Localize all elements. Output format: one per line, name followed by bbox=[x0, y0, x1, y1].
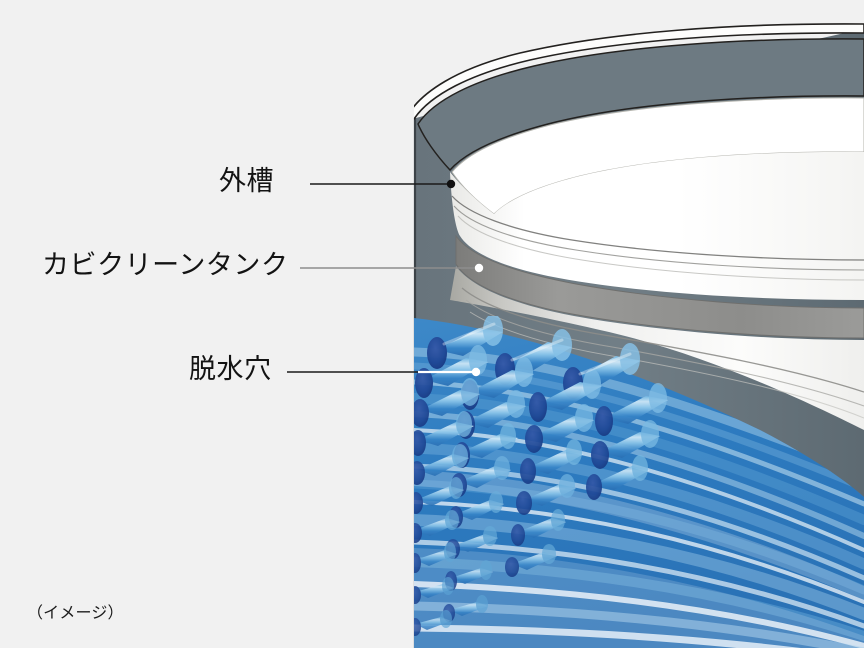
water-spray bbox=[414, 318, 864, 648]
dehydration-hole-nozzles bbox=[414, 316, 668, 636]
mold-clean-tank-band bbox=[455, 234, 864, 339]
leader-mold-clean-tank bbox=[300, 263, 484, 273]
leader-dehydration-holes bbox=[287, 367, 481, 377]
leader-marker-dehydration-holes bbox=[471, 367, 481, 377]
image-caption: （イメージ） bbox=[27, 605, 124, 622]
callout-label-mold-clean-tank: カビクリーンタンク bbox=[42, 250, 289, 280]
callout-label-dehydration-holes: 脱水穴 bbox=[189, 354, 272, 384]
leader-marker-outer-tub bbox=[446, 179, 456, 189]
callout-label-outer-tub: 外槽 bbox=[219, 166, 275, 196]
callout-leaders bbox=[287, 179, 484, 377]
leader-marker-mold-clean-tank bbox=[474, 263, 484, 273]
inner-drum bbox=[450, 151, 864, 430]
leader-outer-tub bbox=[310, 179, 456, 189]
